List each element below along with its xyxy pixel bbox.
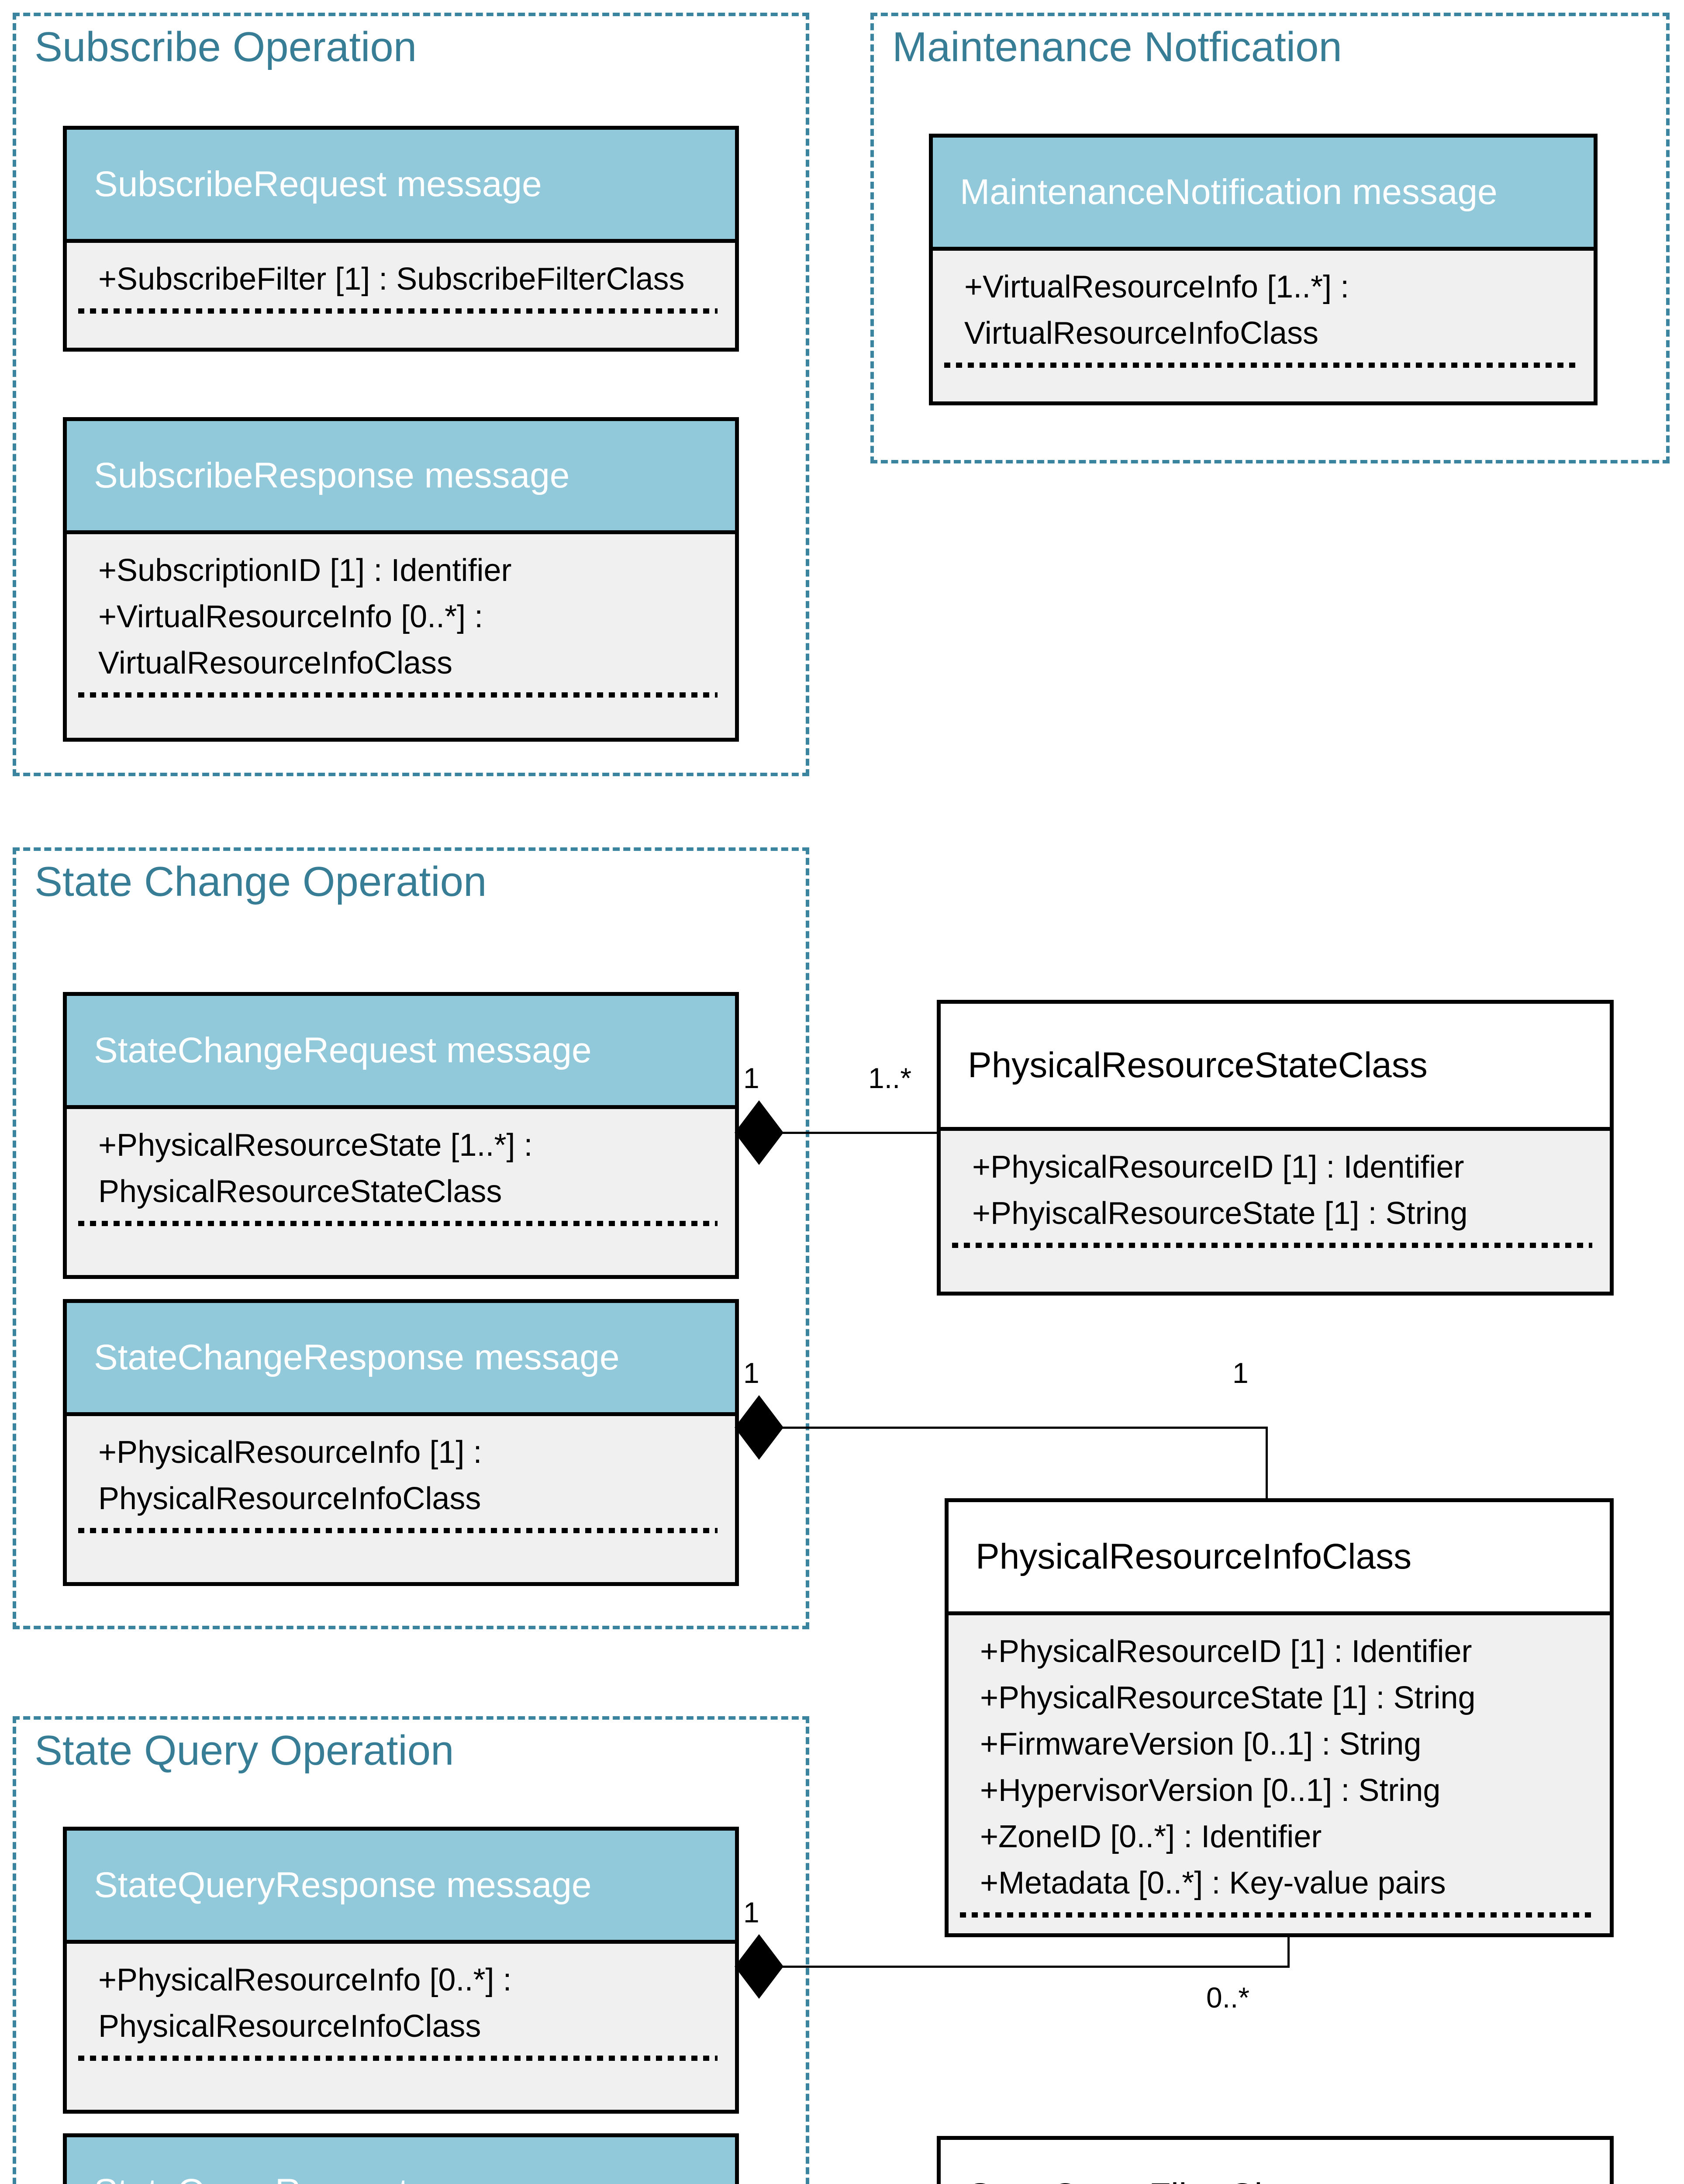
attribute-line: +PhysicalResourceID [1] : Identifier <box>972 1150 1464 1185</box>
attribute-line: +VirtualResourceInfo [1..*] : VirtualRes… <box>964 270 1349 351</box>
attribute-line: +PhysicalResourceState [1] : String <box>980 1680 1476 1715</box>
class-box-attributes: +VirtualResourceInfo [1..*] : VirtualRes… <box>933 251 1594 401</box>
class-box-subscribe-request: SubscribeRequest message +SubscribeFilte… <box>63 126 739 352</box>
attribute-line: +VirtualResourceInfo [0..*] : VirtualRes… <box>98 599 483 681</box>
multiplicity-label: 1 <box>1232 1357 1249 1389</box>
association-line <box>760 1132 937 1134</box>
attr-separator <box>944 363 1576 368</box>
multiplicity-label: 1..* <box>868 1062 912 1094</box>
attr-separator <box>78 308 718 314</box>
class-box-header: PhysicalResourceStateClass <box>941 1004 1610 1131</box>
group-state-change-operation: State Change Operation <box>13 847 809 1629</box>
class-box-state-query-request: StateQueryRequest message StateQueryFilt… <box>63 2133 739 2184</box>
group-subscribe-operation: Subscribe Operation <box>13 13 809 776</box>
class-box-header: StateChangeResponse message <box>67 1303 735 1416</box>
group-title-maintenance-notification: Maintenance Notfication <box>892 24 1342 70</box>
association-line <box>760 1427 1268 1429</box>
attribute-line: +SubscriptionID [1] : Identifier <box>98 553 512 588</box>
association-line <box>760 1966 1290 1968</box>
class-box-attributes: +PhysicalResourceID [1] : Identifier +Ph… <box>949 1615 1610 1933</box>
association-line <box>1287 1933 1290 1968</box>
multiplicity-label: 0..* <box>1206 1981 1250 2014</box>
attr-separator <box>952 1243 1592 1248</box>
multiplicity-label: 1 <box>743 1357 759 1389</box>
attr-separator <box>78 2056 718 2061</box>
attribute-line: +PhyiscalResourceState [1] : String <box>972 1196 1468 1231</box>
class-box-state-query-filter-class: StateQueryFilterClass +PhysicalResourceI… <box>937 2136 1614 2184</box>
class-box-state-change-response: StateChangeResponse message +PhysicalRes… <box>63 1299 739 1586</box>
group-title-state-query-operation: State Query Operation <box>35 1727 454 1774</box>
class-box-attributes: +PhysicalResourceID [1] : Identifier +Ph… <box>941 1131 1610 1292</box>
attribute-line: +HypervisorVersion [0..1] : String <box>980 1773 1441 1808</box>
class-box-state-query-response: StateQueryResponse message +PhysicalReso… <box>63 1827 739 2114</box>
group-title-state-change-operation: State Change Operation <box>35 858 487 905</box>
class-box-physical-resource-info-class: PhysicalResourceInfoClass +PhysicalResou… <box>945 1498 1614 1937</box>
class-box-header: StateChangeRequest message <box>67 996 735 1109</box>
class-box-header: SubscribeResponse message <box>67 421 735 534</box>
attribute-line: +Metadata [0..*] : Key-value pairs <box>980 1866 1446 1901</box>
class-box-physical-resource-state-class: PhysicalResourceStateClass +PhysicalReso… <box>937 1000 1614 1296</box>
class-box-header: MaintenanceNotification message <box>933 138 1594 251</box>
attribute-line: +ZoneID [0..*] : Identifier <box>980 1819 1322 1854</box>
group-state-query-operation: State Query Operation <box>13 1716 809 2184</box>
class-box-header: StateQueryRequest message <box>67 2137 735 2184</box>
attr-separator <box>78 1528 718 1533</box>
class-box-header: PhysicalResourceInfoClass <box>949 1502 1610 1615</box>
attr-separator <box>78 1221 718 1226</box>
class-box-subscribe-response: SubscribeResponse message +SubscriptionI… <box>63 417 739 742</box>
class-box-attributes: +PhysicalResourceState [1..*] : Physical… <box>67 1109 735 1275</box>
class-box-attributes: +SubscribeFilter [1] : SubscribeFilterCl… <box>67 243 735 348</box>
group-title-subscribe-operation: Subscribe Operation <box>35 24 417 70</box>
class-box-attributes: +SubscriptionID [1] : Identifier +Virtua… <box>67 534 735 738</box>
class-box-header: SubscribeRequest message <box>67 130 735 243</box>
class-box-state-change-request: StateChangeRequest message +PhysicalReso… <box>63 992 739 1279</box>
multiplicity-label: 1 <box>743 1062 759 1094</box>
class-box-header: StateQueryResponse message <box>67 1831 735 1944</box>
attribute-line: +PhysicalResourceInfo [1] : PhysicalReso… <box>98 1435 482 1516</box>
attribute-line: +PhysicalResourceInfo [0..*] : PhysicalR… <box>98 1963 512 2044</box>
attribute-line: +PhysicalResourceState [1..*] : Physical… <box>98 1128 533 1209</box>
class-box-attributes: +PhysicalResourceInfo [0..*] : PhysicalR… <box>67 1944 735 2110</box>
attr-separator <box>78 692 718 698</box>
class-box-header: StateQueryFilterClass <box>941 2140 1610 2184</box>
attr-separator <box>960 1912 1592 1918</box>
attribute-line: +SubscribeFilter [1] : SubscribeFilterCl… <box>98 262 685 297</box>
attribute-line: +FirmwareVersion [0..1] : String <box>980 1727 1422 1762</box>
class-box-attributes: +PhysicalResourceInfo [1] : PhysicalReso… <box>67 1416 735 1582</box>
group-maintenance-notification: Maintenance Notfication <box>870 13 1670 463</box>
attribute-line: +PhysicalResourceID [1] : Identifier <box>980 1634 1472 1669</box>
class-box-maintenance-notification: MaintenanceNotification message +Virtual… <box>929 134 1598 405</box>
multiplicity-label: 1 <box>743 1896 759 1928</box>
association-line <box>1266 1427 1268 1500</box>
